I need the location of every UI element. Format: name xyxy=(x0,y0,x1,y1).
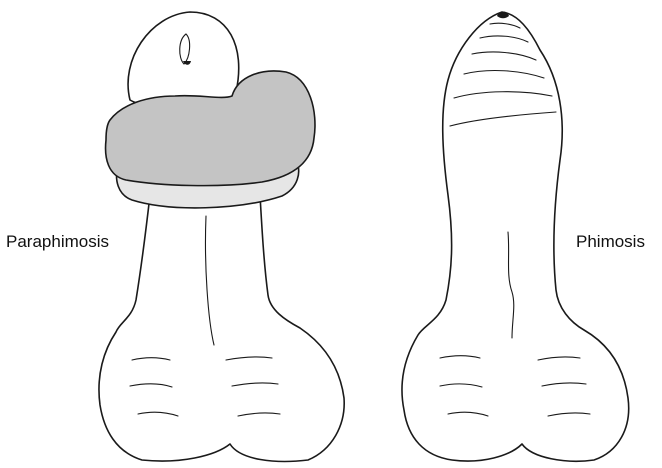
paraphimosis-glans xyxy=(128,12,239,108)
label-phimosis: Phimosis xyxy=(576,232,645,252)
paraphimosis-illustration xyxy=(99,12,344,461)
label-paraphimosis: Paraphimosis xyxy=(6,232,109,252)
paraphimosis-shaft-scrotum xyxy=(99,195,344,461)
